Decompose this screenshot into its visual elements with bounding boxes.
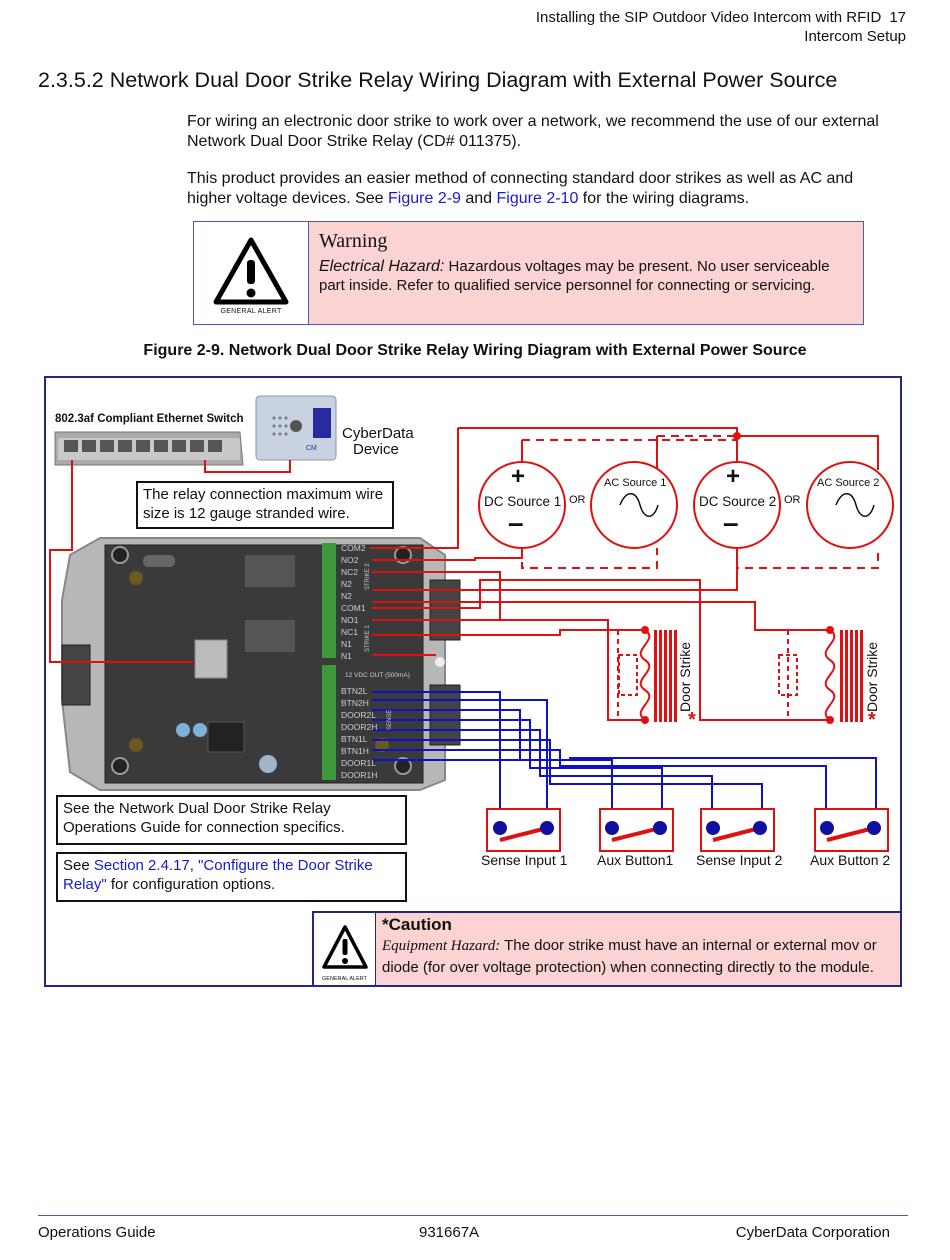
terminal-label: DOOR1H	[341, 770, 377, 780]
config-note-suffix: for configuration options.	[106, 876, 276, 893]
coil-plates	[654, 630, 863, 722]
or-label-2: OR	[784, 494, 801, 506]
dc-source-2-label: DC Source 2	[699, 494, 776, 509]
warning-text-body: Hazardous voltages may be present. No us…	[319, 258, 830, 294]
terminal-label: DOOR2L	[341, 710, 376, 720]
terminal-label: N2	[341, 579, 352, 589]
terminal-label: DOOR1L	[341, 758, 376, 768]
wiring-diagram: CM	[49, 395, 894, 868]
operations-guide-note: See the Network Dual Door Strike Relay O…	[56, 795, 407, 845]
ethernet-switch	[54, 431, 244, 466]
power-out-label: 12 VDC OUT (500mA)	[345, 672, 410, 679]
paragraph-text: This product provides an easier method o…	[187, 170, 854, 207]
strike-2-label: STRIKE 2	[365, 563, 371, 590]
device-label-line2: Device	[353, 441, 399, 458]
door-strike-1-label: Door Strike	[677, 642, 693, 712]
input-label-sense-1: Sense Input 1	[481, 852, 568, 868]
running-header: Installing the SIP Outdoor Video Interco…	[536, 8, 906, 46]
general-alert-icon	[213, 237, 289, 305]
input-label-aux-1: Aux Button1	[597, 852, 673, 868]
terminal-label: COM1	[341, 603, 366, 613]
header-title: Installing the SIP Outdoor Video Interco…	[535, 9, 882, 26]
caution-body: Equipment Hazard: The door strike must h…	[382, 935, 894, 979]
caution-asterisk-2: *	[868, 709, 876, 731]
configure-door-strike-link[interactable]: Section 2.4.17, "Configure the Door Stri…	[63, 857, 373, 893]
ac-wave-icons	[619, 493, 875, 517]
relay-module	[61, 537, 461, 791]
terminal-label: NO1	[341, 615, 359, 625]
footer-company: CyberData Corporation	[735, 1224, 890, 1241]
warning-lead: Electrical Hazard:	[319, 258, 445, 275]
warning-icon-cell: GENERAL ALERT	[194, 222, 309, 324]
wire-junctions	[641, 432, 834, 724]
terminal-label: DOOR2H	[341, 722, 377, 732]
terminal-label: N2	[341, 591, 352, 601]
caution-text-body: The door strike must have an internal or…	[382, 937, 877, 976]
terminal-label: N1	[341, 651, 352, 661]
alert-icon-caption: GENERAL ALERT	[220, 308, 282, 315]
header-subtitle: Intercom Setup	[804, 28, 906, 45]
warning-text: Warning Electrical Hazard: Hazardous vol…	[309, 222, 863, 324]
warning-body: Electrical Hazard: Hazardous voltages ma…	[319, 257, 853, 295]
caution-lead: Equipment Hazard:	[382, 938, 501, 954]
footer-doc-number: 931667A	[419, 1224, 480, 1241]
caution-icon-caption: GENERAL ALERT	[322, 976, 367, 982]
caution-title: *Caution	[382, 915, 452, 934]
input-label-aux-2: Aux Button 2	[810, 852, 890, 868]
footer-divider	[38, 1215, 908, 1216]
paragraph-text: for the wiring diagrams.	[578, 190, 750, 207]
product-paragraph: This product provides an easier method o…	[187, 169, 902, 209]
terminal-label: BTN1H	[341, 746, 369, 756]
dc2-plus: +	[726, 463, 740, 490]
device-label-line1: CyberData	[342, 425, 414, 442]
dc2-minus: –	[723, 507, 739, 538]
footer-doc-title: Operations Guide	[38, 1224, 156, 1241]
caution-asterisk-1: *	[688, 709, 696, 731]
config-note-prefix: See	[63, 857, 94, 874]
wire-size-note: The relay connection maximum wire size i…	[136, 481, 394, 529]
terminal-label: N1	[341, 639, 352, 649]
section-title: 2.3.5.2 Network Dual Door Strike Relay W…	[38, 68, 838, 92]
caution-box: GENERAL ALERT *Caution Equipment Hazard:…	[312, 911, 902, 987]
figure-2-9-link[interactable]: Figure 2-9	[388, 190, 461, 207]
figure-caption: Figure 2-9. Network Dual Door Strike Rel…	[143, 342, 807, 359]
strike-1-label: STRIKE 1	[365, 625, 371, 652]
terminal-label: NO2	[341, 555, 359, 565]
terminal-labels: COM2 NO2 NC2 N2 N2 COM1 NO1 NC1 N1 N1 12…	[341, 543, 410, 780]
caution-icon-cell: GENERAL ALERT	[314, 913, 376, 985]
door-strike-2-label: Door Strike	[864, 642, 880, 712]
input-label-sense-2: Sense Input 2	[696, 852, 783, 868]
dc1-plus: +	[511, 463, 525, 490]
terminal-label: NC2	[341, 567, 358, 577]
caution-text: *Caution Equipment Hazard: The door stri…	[376, 913, 900, 985]
ac-source-1-label: AC Source 1	[604, 477, 666, 489]
intro-paragraph: For wiring an electronic door strike to …	[187, 113, 879, 150]
page-number: 17	[889, 9, 906, 26]
or-label-1: OR	[569, 494, 586, 506]
cyberdata-device: CM	[255, 395, 337, 461]
general-alert-icon	[322, 925, 368, 969]
configuration-note: See Section 2.4.17, "Configure the Door …	[56, 852, 407, 902]
terminal-label: BTN2H	[341, 698, 369, 708]
warning-box: GENERAL ALERT Warning Electrical Hazard:…	[193, 221, 864, 325]
power-sources	[478, 461, 894, 549]
terminal-label: COM2	[341, 543, 366, 553]
figure-2-10-link[interactable]: Figure 2-10	[496, 190, 579, 207]
switch-label: 802.3af Compliant Ethernet Switch	[55, 413, 244, 425]
paragraph-text: and	[460, 190, 497, 207]
ac-source-2-label: AC Source 2	[817, 477, 879, 489]
blue-wiring	[372, 691, 877, 822]
dc-source-1-label: DC Source 1	[484, 494, 561, 509]
warning-title: Warning	[319, 230, 388, 252]
device-badge: CM	[306, 445, 317, 452]
terminal-label: BTN2L	[341, 686, 368, 696]
dc1-minus: –	[508, 507, 524, 538]
sense-label: SENSE	[387, 710, 393, 730]
input-switches	[486, 808, 889, 852]
terminal-label: BTN1L	[341, 734, 368, 744]
terminal-label: NC1	[341, 627, 358, 637]
